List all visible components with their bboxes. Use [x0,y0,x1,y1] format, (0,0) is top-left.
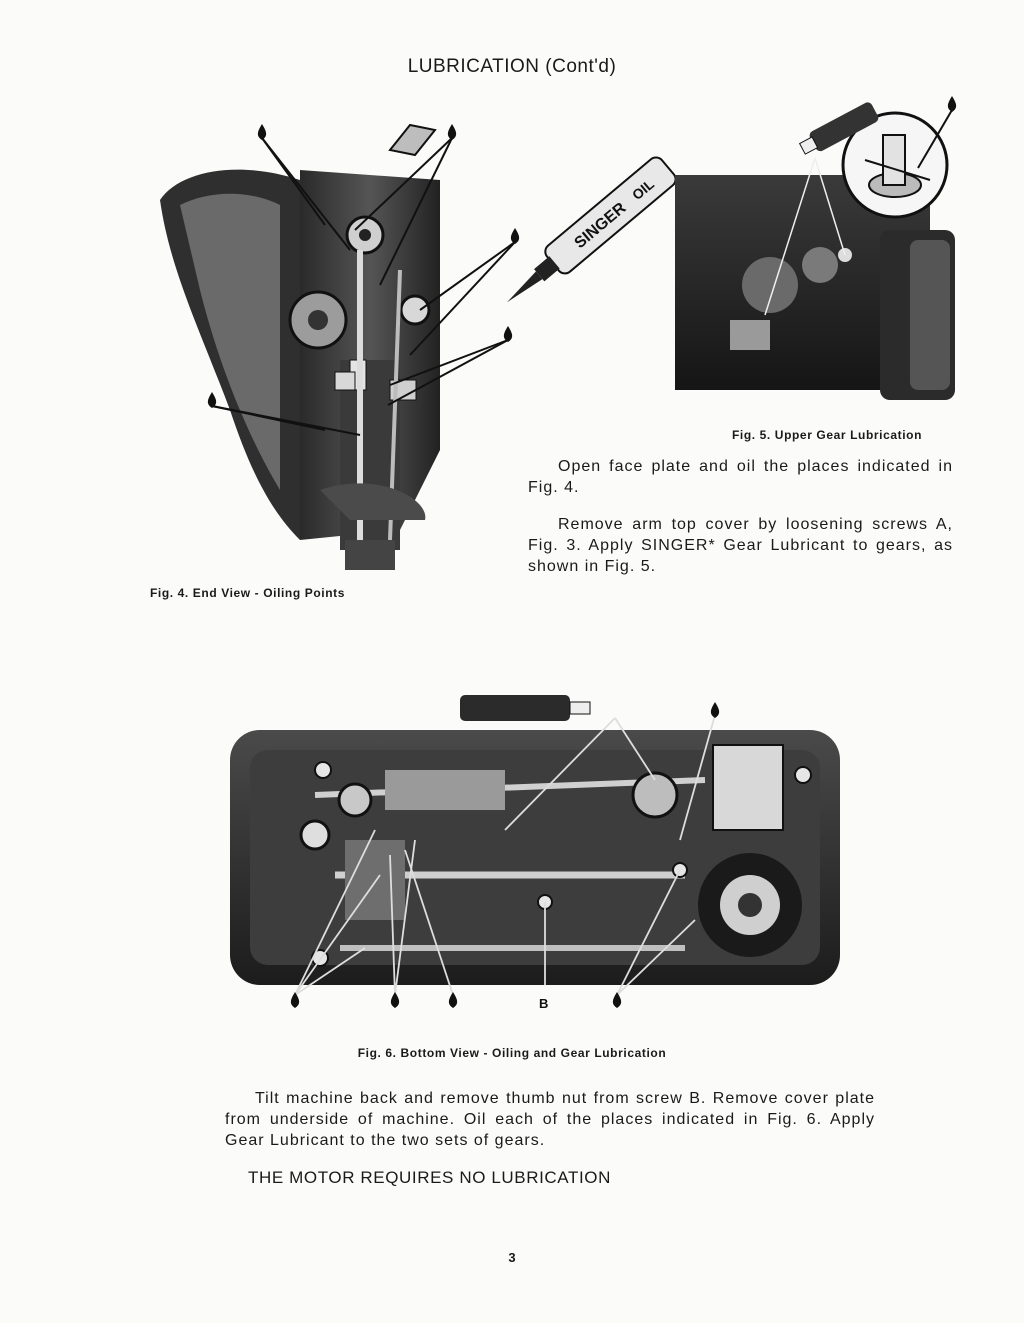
fig5-caption: Fig. 5. Upper Gear Lubrication [732,428,923,442]
fig4-illustration: SINGER OIL [160,123,677,570]
fig5-illustration [675,96,957,400]
oil-drop-icon [947,96,957,112]
page-number: 3 [508,1250,516,1265]
fig6-caption: Fig. 6. Bottom View - Oiling and Gear Lu… [357,1046,667,1060]
page-title: LUBRICATION (Cont'd) [407,56,617,77]
fig5-paragraph-2: Remove arm top cover by loosening screws… [528,516,953,575]
body-paragraph: Tilt machine back and remove thumb nut f… [225,1090,875,1149]
motor-note: THE MOTOR REQUIRES NO LUBRICATION [248,1168,611,1187]
fig4-caption: Fig. 4. End View - Oiling Points [150,586,345,600]
fig5-paragraph-1: Open face plate and oil the places indic… [528,458,953,496]
fig6-illustration: B [230,695,840,1011]
fig6-label-b: B [539,996,548,1011]
oil-drop-icon [207,124,520,408]
oil-drop-icon [290,702,720,1008]
